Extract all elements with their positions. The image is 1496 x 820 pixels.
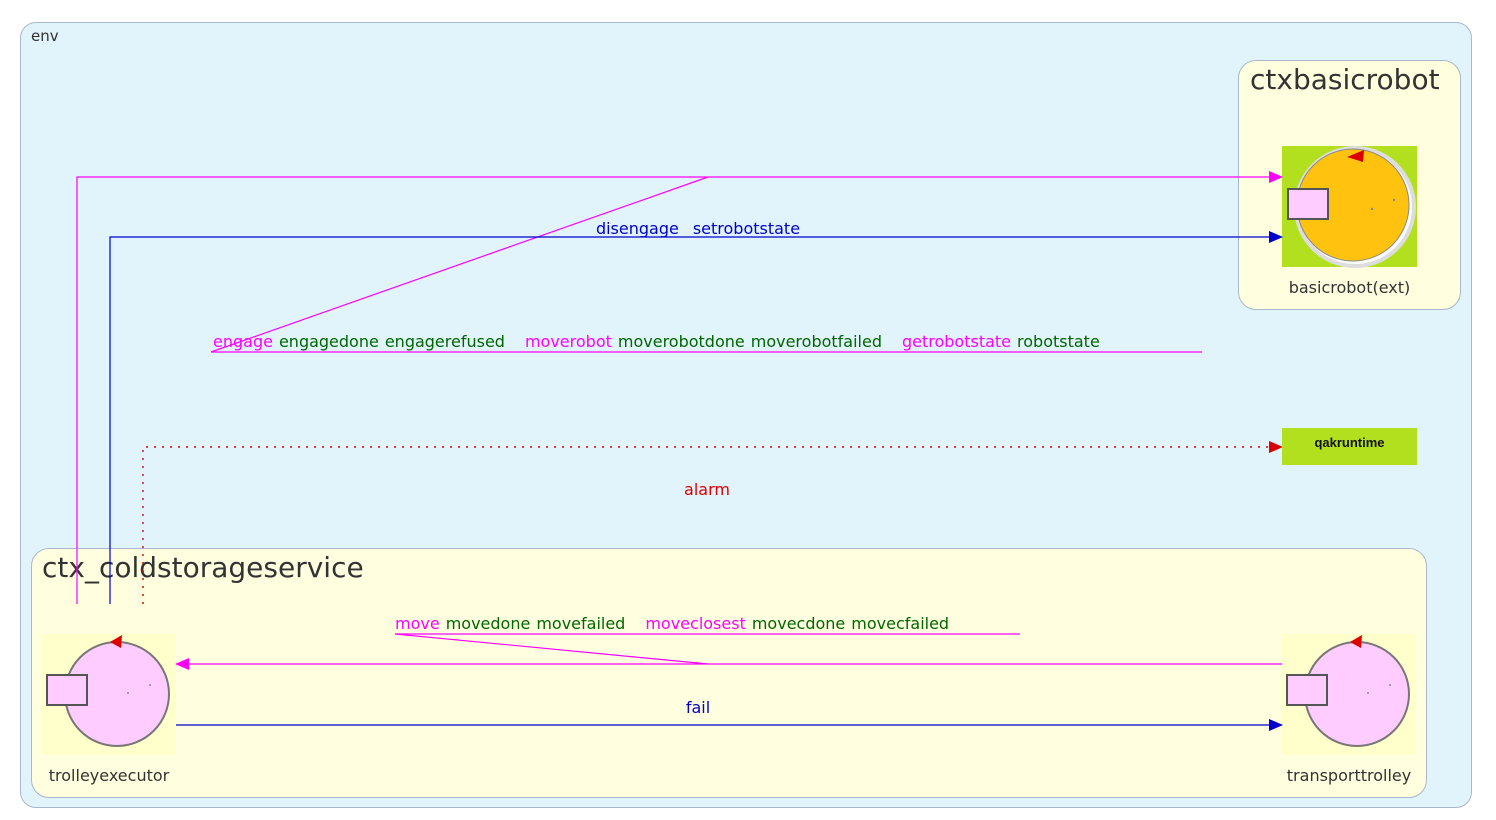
basicrobot-node-label: basicrobot(ext): [1288, 278, 1411, 297]
ctxbasicrobot-title: ctxbasicrobot: [1250, 63, 1440, 96]
direction-marker-icon: [110, 635, 122, 648]
event-edge-alarm: [142, 441, 1283, 604]
direction-marker-icon: [1347, 150, 1364, 162]
dispatch-fail-label: fail: [686, 698, 710, 717]
transporttrolley-node[interactable]: [1282, 634, 1416, 755]
ctxbasicrobot-cluster: ctxbasicrobot: [1238, 60, 1461, 310]
transporttrolley-node-label: transporttrolley: [1286, 766, 1412, 785]
dispatch-edge-robot: [109, 231, 1283, 604]
ctx-coldstorageservice-title: ctx_coldstorageservice: [42, 551, 364, 584]
qakruntime-node[interactable]: qakruntime: [1282, 428, 1417, 465]
trolleyexecutor-node[interactable]: [42, 634, 176, 755]
request-edge-robot: [76, 171, 1283, 604]
env-label: env: [31, 27, 59, 45]
basicrobot-node[interactable]: [1282, 146, 1417, 268]
event-alarm-label: alarm: [684, 480, 730, 499]
request-edge-trolley: [175, 633, 1282, 670]
trolleyexecutor-node-label: trolleyexecutor: [48, 766, 170, 785]
qakruntime-label: qakruntime: [1314, 435, 1385, 450]
ctx-coldstorageservice-cluster: ctx_coldstorageservice: [31, 548, 1427, 798]
direction-marker-icon: [1350, 635, 1362, 648]
